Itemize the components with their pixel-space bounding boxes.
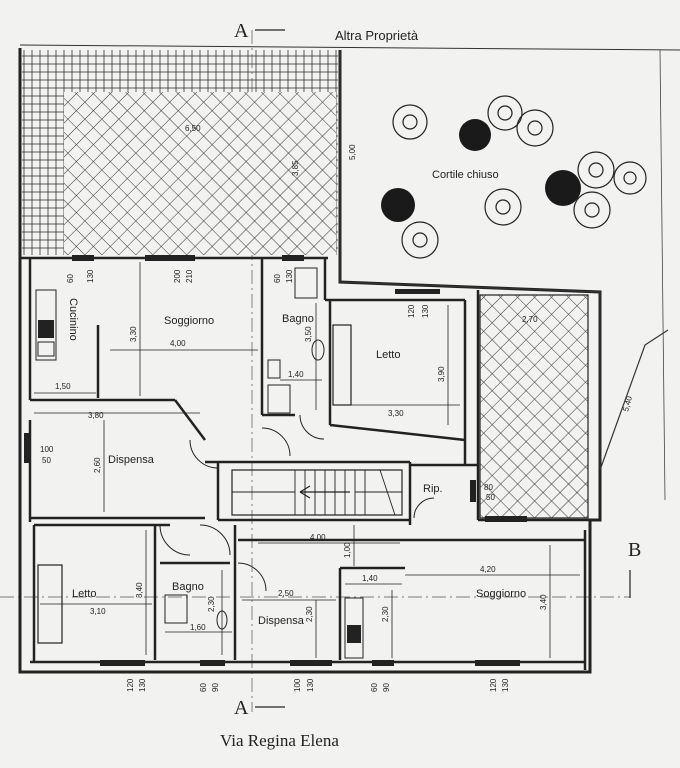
washing-machine bbox=[267, 384, 291, 414]
windows bbox=[24, 255, 527, 666]
dim-pantry-w: 3,80 bbox=[88, 411, 104, 420]
dim-bed-top-w: 3,30 bbox=[388, 409, 404, 418]
toilet bbox=[311, 339, 325, 361]
win-dim-80: 80 bbox=[484, 483, 493, 492]
dark-trees bbox=[381, 119, 581, 222]
win-dim-60b: 60 bbox=[273, 274, 282, 283]
win-dim-120b: 120 bbox=[126, 678, 135, 692]
room-pantry-low-label: Dispensa bbox=[258, 615, 305, 627]
room-living-label: Soggiorno bbox=[164, 315, 214, 327]
section-b-label: B bbox=[628, 539, 641, 561]
room-bedroom-label: Letto bbox=[376, 349, 400, 361]
win-dim-100b: 100 bbox=[293, 678, 302, 692]
dim-side: 5,40 bbox=[621, 395, 634, 413]
dim-pantry-low-w: 2,50 bbox=[278, 589, 294, 598]
dim-living-low-h: 3,40 bbox=[539, 594, 548, 610]
win-dim-130c: 130 bbox=[421, 304, 430, 318]
win-dim-120c: 120 bbox=[489, 678, 498, 692]
room-kitchen-label: Cucinino bbox=[67, 298, 79, 341]
dim-hall-w: 4,00 bbox=[310, 533, 326, 542]
room-bath-low-label: Bagno bbox=[172, 581, 204, 593]
bidet bbox=[267, 359, 281, 379]
courtyard-boundary bbox=[339, 50, 669, 471]
dim-right-terrace: 2,70 bbox=[522, 315, 538, 324]
win-dim-90b: 90 bbox=[382, 683, 391, 692]
dim-terrace-width: 6,50 bbox=[185, 124, 201, 133]
win-dim-90: 90 bbox=[211, 683, 220, 692]
room-bath-label: Bagno bbox=[282, 313, 314, 325]
room-bedroom-low-label: Letto bbox=[72, 588, 96, 600]
section-a-bottom-label: A bbox=[234, 697, 249, 719]
doors bbox=[159, 414, 435, 592]
dim-living-top-w: 4,00 bbox=[170, 339, 186, 348]
dim-bath-low-w: 1,60 bbox=[190, 623, 206, 632]
right-terrace bbox=[479, 294, 589, 519]
street-label: Via Regina Elena bbox=[220, 731, 339, 750]
room-living-low-label: Soggiorno bbox=[476, 588, 526, 600]
dimension-lines bbox=[34, 262, 580, 658]
win-dim-50b: 50 bbox=[486, 493, 495, 502]
dim-hall-h: 1,00 bbox=[343, 542, 352, 558]
dim-living-top-h: 3,30 bbox=[129, 326, 138, 342]
stairs bbox=[231, 469, 403, 516]
room-storage-label: Rip. bbox=[423, 483, 443, 495]
win-dim-120: 120 bbox=[407, 304, 416, 318]
dim-kitchenette-w: 1,40 bbox=[362, 574, 378, 583]
dim-bath-h: 3,50 bbox=[304, 326, 313, 342]
dim-kitchenette-h: 2,30 bbox=[381, 606, 390, 622]
dim-terrace-height: 3,85 bbox=[291, 160, 300, 176]
win-dim-200: 200 bbox=[173, 269, 182, 283]
shower-low bbox=[164, 594, 188, 624]
win-dim-130e: 130 bbox=[306, 678, 315, 692]
room-pantry-label: Dispensa bbox=[108, 454, 155, 466]
dim-bed-low-h: 3,40 bbox=[135, 582, 144, 598]
win-dim-60d: 60 bbox=[370, 683, 379, 692]
kitchen-counter bbox=[35, 289, 57, 361]
win-dim-210: 210 bbox=[185, 269, 194, 283]
dim-pantry-h: 2,60 bbox=[93, 457, 102, 473]
dim-bath-w: 1,40 bbox=[288, 370, 304, 379]
win-dim-130f: 130 bbox=[501, 678, 510, 692]
dim-pantry-low-h: 2,30 bbox=[305, 606, 314, 622]
courtyard-label: Cortile chiuso bbox=[432, 169, 499, 181]
dim-bed-low-w: 3,10 bbox=[90, 607, 106, 616]
win-dim-130a: 130 bbox=[86, 269, 95, 283]
dim-kitchen-w: 1,50 bbox=[55, 382, 71, 391]
terrace-hatch bbox=[64, 92, 336, 255]
kitchenette bbox=[344, 597, 364, 659]
win-dim-60a: 60 bbox=[66, 274, 75, 283]
neighbor-label: Altra Proprietà bbox=[335, 28, 419, 43]
dim-bath-low-h: 2,30 bbox=[207, 596, 216, 612]
dim-courtyard-height: 5,00 bbox=[348, 144, 357, 160]
bed-upper bbox=[332, 324, 352, 406]
section-a-top-label: A bbox=[234, 20, 249, 42]
win-dim-130b: 130 bbox=[285, 269, 294, 283]
trees bbox=[392, 95, 647, 259]
shower bbox=[294, 267, 318, 299]
win-dim-100: 100 bbox=[40, 445, 54, 454]
dim-living-low-w: 4,20 bbox=[480, 565, 496, 574]
win-dim-130d: 130 bbox=[138, 678, 147, 692]
win-dim-50: 50 bbox=[42, 456, 51, 465]
dim-bed-top-h: 3,90 bbox=[437, 366, 446, 382]
win-dim-60c: 60 bbox=[199, 683, 208, 692]
